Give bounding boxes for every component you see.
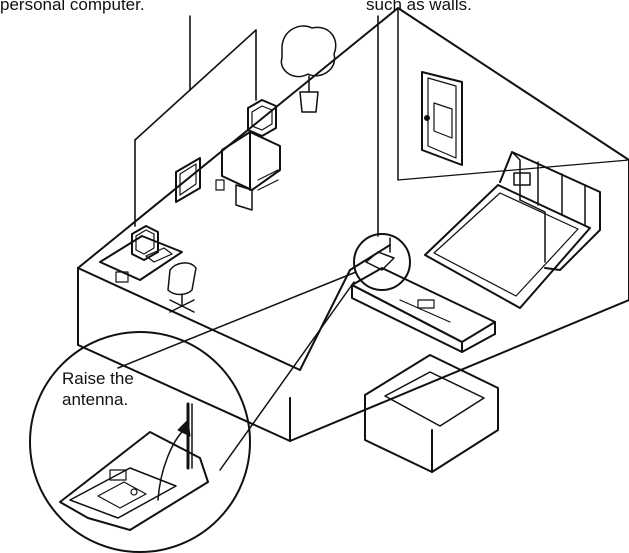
door xyxy=(422,72,462,165)
office-chair xyxy=(168,263,196,312)
cabinet-with-monitor xyxy=(216,100,280,210)
zoom-detail-circle xyxy=(30,332,250,552)
potted-plant xyxy=(281,26,335,112)
rug xyxy=(425,185,590,308)
wall-picture xyxy=(176,158,200,202)
low-shelf xyxy=(352,268,495,352)
zoom-caption-line-2: antenna. xyxy=(62,389,134,410)
zoom-caption-line-1: Raise the xyxy=(62,368,134,389)
caption-such-as-walls: such as walls. xyxy=(366,0,472,15)
room-walls xyxy=(78,8,629,441)
zoom-caption: Raise the antenna. xyxy=(62,368,134,410)
caption-leader-lines xyxy=(135,16,378,236)
caption-personal-computer: personal computer. xyxy=(0,0,145,15)
bed xyxy=(365,355,498,472)
